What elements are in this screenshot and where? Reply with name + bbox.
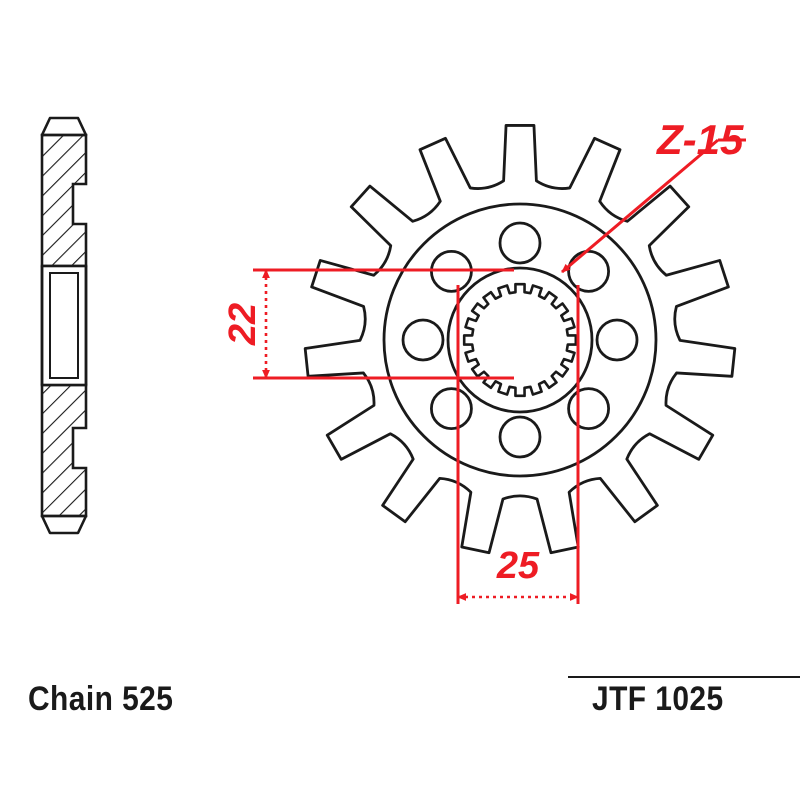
lightening-hole (567, 387, 610, 430)
side-view-section (40, 116, 88, 535)
sprocket-inner-circle (446, 266, 594, 414)
lightening-hole (567, 250, 610, 293)
side-view-bottom-tooth-tip (40, 514, 88, 535)
dim-22-value: 22 (222, 303, 264, 346)
side-view-top-tooth-tip (40, 116, 88, 137)
chain-size-label: Chain 525 (28, 680, 174, 718)
lightening-hole (498, 221, 542, 265)
dimension-annotations: 22 25 Z-15 (222, 116, 746, 604)
part-number-rule (568, 676, 800, 678)
splined-bore-profile (462, 282, 578, 398)
dim-25-value: 25 (496, 545, 540, 587)
side-view-bore-inner (49, 272, 79, 379)
sprocket-outer-circle (382, 202, 658, 478)
lightening-hole (401, 318, 445, 362)
part-number-label: JTF 1025 (592, 680, 724, 718)
front-view (303, 124, 737, 555)
lightening-hole (430, 387, 473, 430)
tooth-count-label: Z-15 (656, 116, 744, 163)
z15-leader-line (561, 138, 719, 274)
lightening-hole (595, 318, 639, 362)
side-view-lower-body (40, 383, 88, 518)
lightening-hole (498, 415, 542, 459)
